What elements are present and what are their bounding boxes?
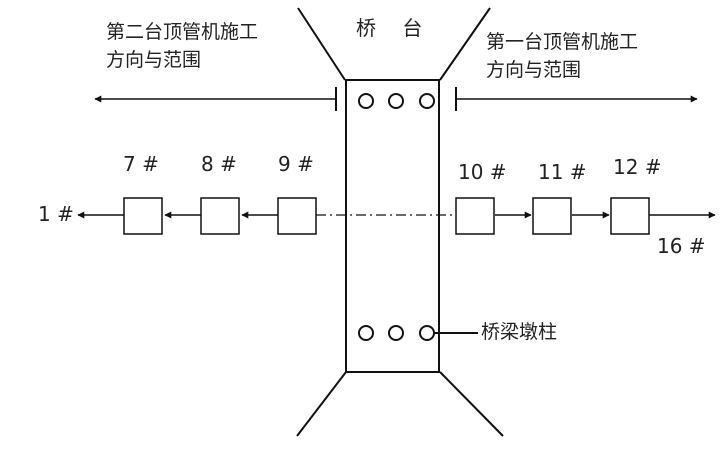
shaft-label-8: 8 # — [201, 152, 237, 176]
shaft-label-11: 11 # — [538, 160, 587, 184]
shaft-7 — [123, 197, 163, 235]
shaft-label-16: 16 # — [657, 234, 706, 258]
pier-columns-bottom — [358, 325, 435, 341]
abutment-title: 桥 台 — [356, 16, 433, 40]
direction-arrow-right — [455, 87, 698, 111]
direction-left-line2: 方向与范围 — [106, 49, 202, 71]
abutment-top — [297, 7, 491, 81]
shaft-label-1: 1 # — [38, 202, 74, 226]
pier-columns-top — [358, 93, 435, 109]
direction-arrow-left — [94, 87, 337, 111]
direction-right-line1: 第一台顶管机施工 — [486, 31, 639, 53]
shaft-11 — [532, 197, 572, 235]
shaft-label-10: 10 # — [458, 160, 507, 184]
shaft-12 — [610, 197, 650, 235]
shaft-8 — [200, 197, 240, 235]
direction-left-line1: 第二台顶管机施工 — [106, 21, 259, 43]
pier-body — [345, 80, 440, 372]
shaft-label-7: 7 # — [123, 152, 159, 176]
shaft-10 — [455, 197, 495, 235]
abutment-bottom — [296, 371, 504, 437]
shaft-9 — [277, 197, 317, 235]
shaft-label-12: 12 # — [613, 155, 662, 179]
shaft-label-9: 9 # — [278, 152, 314, 176]
direction-right-line2: 方向与范围 — [486, 59, 582, 81]
pier-label: 桥梁墩柱 — [481, 321, 558, 343]
